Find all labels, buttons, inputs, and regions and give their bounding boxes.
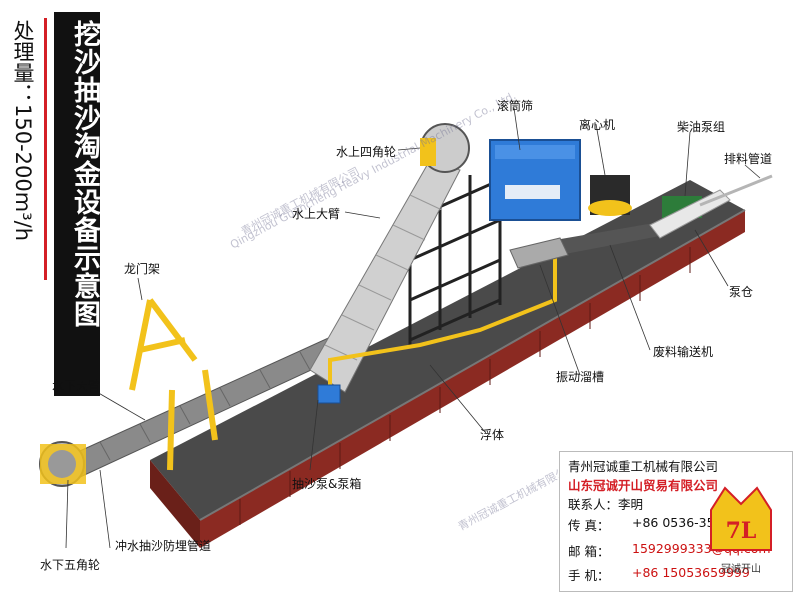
contact-row: 联系人：李明 <box>568 494 643 513</box>
label-centrifuge: 离心机 <box>579 118 616 132</box>
underwater-arm-buckets <box>99 351 311 461</box>
mobile-label: 手 机： <box>568 568 610 583</box>
fax-row: 传 真： +86 0536-3593111 <box>568 515 754 534</box>
email-label: 邮 箱： <box>568 544 610 559</box>
pontoon-deck <box>150 180 745 520</box>
contact-value: 李明 <box>618 497 644 512</box>
gantry-frame <box>129 298 218 471</box>
logo-text: 冠诚开山 <box>721 563 761 575</box>
discharge-pipe <box>699 174 773 207</box>
label-discharge-pipe: 排料管道 <box>724 152 773 166</box>
upper-arm-slats <box>324 194 443 361</box>
label-pontoon: 浮体 <box>480 428 505 442</box>
waste-conveyor <box>555 222 665 255</box>
mobile-value: +86 15053659999 <box>632 565 750 580</box>
sand-pump-box <box>317 384 341 404</box>
upper-wheel-bracket <box>420 138 436 166</box>
capacity-divider <box>44 18 47 280</box>
deck-edge <box>199 209 746 521</box>
label-underwater-arm: 水下大臂 <box>52 379 101 393</box>
logo-mark: 7L <box>726 518 757 544</box>
label-upper-arm: 水上大臂 <box>292 207 341 221</box>
label-waste-conveyor: 废料输送机 <box>653 345 714 359</box>
label-vibrating-sluice: 振动溜槽 <box>556 370 605 384</box>
title-band <box>54 12 100 396</box>
company-name-2: 山东冠诚开山贸易有限公司 <box>568 478 719 493</box>
label-flushing-pipe: 冲水抽沙防埋管道 <box>115 539 212 553</box>
label-sand-pump: 抽沙泵&泵箱 <box>292 477 362 491</box>
fax-label: 传 真： <box>568 518 610 533</box>
hull-ribs <box>239 247 691 525</box>
centrifuge-base <box>588 200 632 216</box>
crown-icon <box>710 486 772 551</box>
pontoon-hull <box>200 210 745 548</box>
company-info-card: 青州冠诚重工机械有限公司 山东冠诚开山贸易有限公司 联系人：李明 传 真： +8… <box>559 451 793 592</box>
label-underwater-wheel: 水下五角轮 <box>40 558 101 572</box>
contact-label: 联系人： <box>568 497 619 512</box>
label-gantry: 龙门架 <box>124 262 161 276</box>
label-trommel: 滚筒筛 <box>497 99 534 113</box>
diagram-title: 挖沙抽沙淘金设备示意图 <box>69 20 100 328</box>
label-upper-wheel: 水上四角轮 <box>336 145 397 159</box>
label-diesel-pump: 柴油泵组 <box>677 120 726 134</box>
label-pump-room: 泵仓 <box>729 285 754 299</box>
sand-pipe <box>328 250 557 395</box>
capacity-text: 处理量：150-200m³/h <box>11 20 35 242</box>
underwater-wheel-hub <box>48 450 76 478</box>
mobile-row: 手 机： +86 15053659999 <box>568 565 750 584</box>
trommel-nameplate <box>505 185 560 199</box>
trommel-top <box>495 145 575 159</box>
leader-lines <box>65 107 761 549</box>
company-name-1: 青州冠诚重工机械有限公司 <box>568 459 719 474</box>
vibrating-sluice <box>509 237 569 269</box>
email-row: 邮 箱： 1592999333@qq.com <box>568 541 771 560</box>
company-logo: 7L 冠诚开山 <box>710 486 772 575</box>
pontoon-front <box>150 460 200 548</box>
